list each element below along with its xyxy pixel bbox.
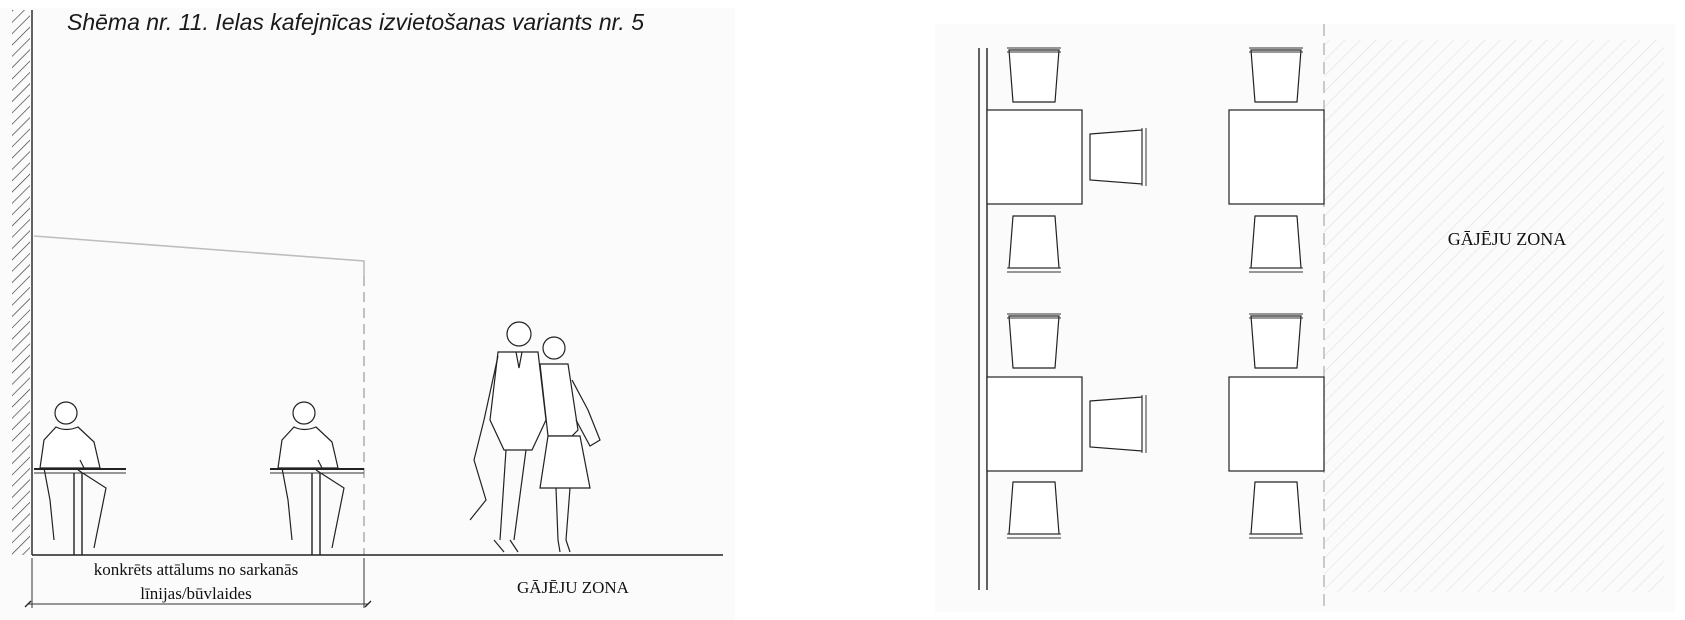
seated-person-figure: [277, 401, 345, 549]
plan-pedestrian-zone-label: GĀJĒJU ZONA: [1448, 229, 1567, 249]
plan-view: GĀJĒJU ZONA: [935, 24, 1675, 612]
chair-plan: [1007, 481, 1061, 539]
distance-dimension: [24, 558, 372, 608]
table-plan: [986, 376, 1083, 472]
chair-plan: [1007, 47, 1061, 103]
table-plan: [1228, 376, 1325, 472]
distance-label-line1: konkrēts attālums no sarkanās: [94, 560, 298, 579]
cafe-table-side: [34, 468, 126, 555]
walking-couple-figure: [469, 321, 601, 553]
building-wall: [12, 10, 33, 555]
table-plan: [1228, 109, 1325, 205]
chair-plan: [1249, 47, 1303, 103]
cafe-table-side: [270, 468, 364, 555]
seated-person-figure: [39, 401, 107, 549]
section-view: konkrēts attālums no sarkanās līnijas/bū…: [0, 8, 735, 620]
page-title: Shēma nr. 11. Ielas kafejnīcas izvietoša…: [67, 9, 644, 35]
chair-plan: [1007, 215, 1061, 273]
chair-plan: [1249, 313, 1303, 369]
chair-plan: [1089, 128, 1147, 186]
pedestrian-zone-hatch: [1324, 40, 1664, 592]
chair-plan: [1249, 215, 1303, 273]
chair-plan: [1007, 313, 1061, 369]
section-panel-background: [0, 8, 735, 620]
table-plan: [986, 109, 1083, 205]
distance-label-line2: līnijas/būvlaides: [140, 584, 251, 603]
awning-outline: [33, 235, 365, 555]
chair-plan: [1089, 395, 1147, 453]
chair-plan: [1249, 481, 1303, 539]
section-pedestrian-zone-label: GĀJĒJU ZONA: [517, 578, 630, 597]
